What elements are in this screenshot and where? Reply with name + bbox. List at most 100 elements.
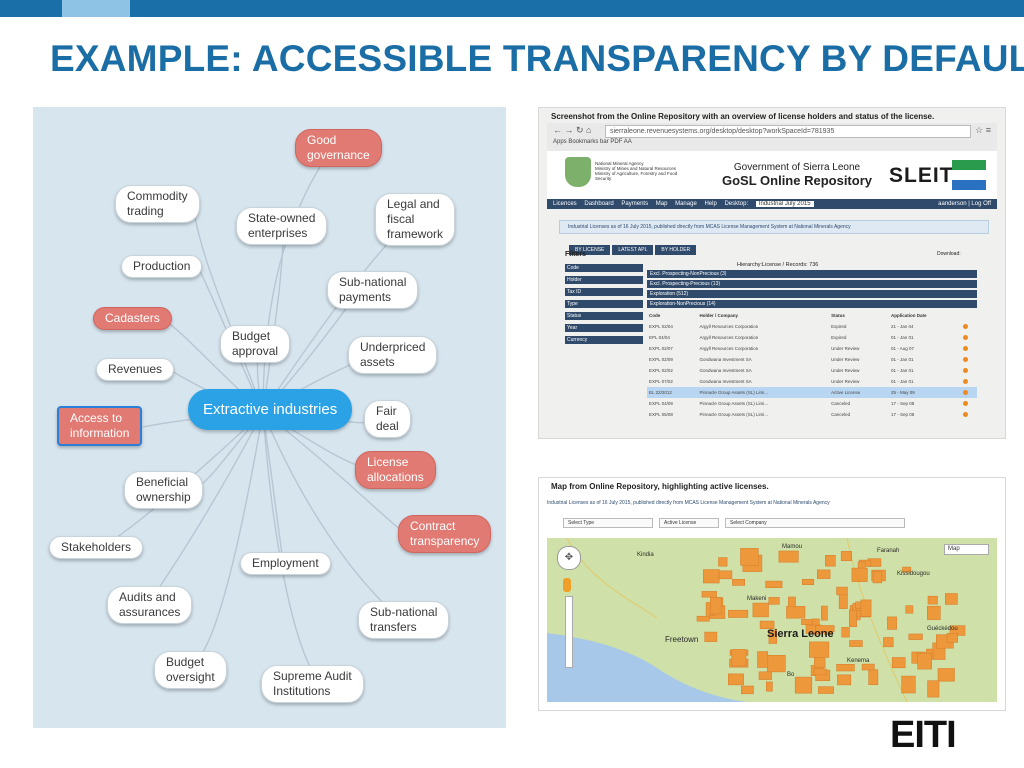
license-area[interactable] — [815, 625, 835, 633]
download-label[interactable]: Download: — [937, 251, 961, 257]
group-row[interactable]: Excl. Prospecting-Precious (13) — [647, 280, 977, 288]
column-holder[interactable]: Holder / Company — [699, 313, 739, 318]
group-row[interactable]: Excl. Prospecting-NonPrecious (3) — [647, 270, 977, 278]
node-stakeholders[interactable]: Stakeholders — [49, 536, 144, 559]
license-area[interactable] — [908, 633, 923, 640]
license-area[interactable] — [767, 655, 786, 673]
group-row[interactable]: Exploration (512) — [647, 290, 977, 298]
node-budget-oversight[interactable]: Budget oversight — [154, 651, 227, 689]
node-legal-fiscal-framework[interactable]: Legal and fiscal framework — [375, 193, 456, 246]
node-extractive-industries[interactable]: Extractive industries — [188, 389, 353, 430]
user-logoff[interactable]: aanderson | Log Off — [938, 201, 991, 207]
license-area[interactable] — [752, 602, 769, 618]
street-view-pegman-icon[interactable] — [563, 578, 571, 592]
select-status[interactable]: Active License — [659, 518, 719, 528]
filter-tax-id[interactable]: Tax ID — [565, 288, 643, 296]
license-area[interactable] — [728, 609, 749, 618]
license-area[interactable] — [944, 593, 958, 605]
node-sub-national-payments[interactable]: Sub-national payments — [327, 271, 419, 309]
row-action[interactable] — [961, 354, 977, 365]
row-action[interactable] — [961, 332, 977, 343]
license-area[interactable] — [905, 605, 914, 614]
nav-help[interactable]: Help — [704, 201, 717, 207]
address-bar[interactable]: sierraleone.revenuesystems.org/desktop/d… — [605, 125, 971, 138]
license-map[interactable]: ✥ Map Freetown Sierra Leone Kissidougou … — [547, 538, 997, 702]
column-status[interactable]: Status — [831, 313, 845, 318]
tab-by-license[interactable]: BY LICENSE — [569, 245, 611, 255]
node-production[interactable]: Production — [121, 255, 203, 278]
filter-type[interactable]: Type — [565, 300, 643, 308]
nav-manage[interactable]: Manage — [675, 201, 697, 207]
license-area[interactable] — [732, 578, 745, 586]
info-icon[interactable] — [962, 378, 968, 384]
row-action[interactable] — [961, 376, 977, 387]
info-icon[interactable] — [962, 356, 968, 362]
filter-currency[interactable]: Currency — [565, 336, 643, 344]
node-license-allocations[interactable]: License allocations — [355, 451, 436, 489]
filter-holder[interactable]: Holder — [565, 276, 643, 284]
row-action[interactable] — [961, 409, 977, 420]
node-good-governance[interactable]: Good governance — [295, 129, 382, 167]
license-area[interactable] — [701, 591, 717, 598]
license-area[interactable] — [851, 567, 868, 582]
license-area[interactable] — [718, 570, 733, 580]
tab-by-holder[interactable]: BY HOLDER — [655, 245, 697, 255]
node-sub-national-transfers[interactable]: Sub-national transfers — [358, 601, 450, 639]
node-fair-deal[interactable]: Fair deal — [364, 400, 411, 438]
license-area[interactable] — [794, 676, 813, 694]
license-area[interactable] — [778, 550, 799, 563]
license-area[interactable] — [759, 620, 775, 629]
node-revenues[interactable]: Revenues — [96, 358, 175, 381]
row-action[interactable] — [961, 398, 977, 409]
info-icon[interactable] — [962, 345, 968, 351]
license-area[interactable] — [728, 673, 744, 686]
license-area[interactable] — [861, 663, 875, 671]
license-area[interactable] — [838, 593, 848, 609]
license-area[interactable] — [841, 627, 850, 638]
info-icon[interactable] — [962, 389, 968, 395]
license-area[interactable] — [927, 595, 938, 605]
license-area[interactable] — [848, 609, 857, 628]
node-cadasters[interactable]: Cadasters — [93, 307, 172, 330]
license-area[interactable] — [868, 669, 879, 685]
license-area[interactable] — [818, 686, 834, 694]
node-contract-transparency[interactable]: Contract transparency — [398, 515, 492, 553]
license-area[interactable] — [872, 571, 883, 584]
nav-payments[interactable]: Payments — [621, 201, 649, 207]
info-icon[interactable] — [962, 323, 968, 329]
license-area[interactable] — [758, 671, 772, 680]
license-area[interactable] — [887, 616, 897, 630]
row-action[interactable] — [960, 387, 977, 398]
license-area[interactable] — [731, 649, 747, 667]
license-area[interactable] — [802, 578, 815, 585]
license-area[interactable] — [809, 641, 830, 658]
info-icon[interactable] — [962, 367, 968, 373]
nav-licences[interactable]: Licences — [553, 201, 577, 207]
license-area[interactable] — [840, 551, 853, 561]
row-action[interactable] — [961, 343, 977, 354]
license-area[interactable] — [801, 619, 813, 626]
filter-status[interactable]: Status — [565, 312, 643, 320]
node-supreme-audit[interactable]: Supreme Audit Institutions — [261, 665, 364, 703]
nav-map[interactable]: Map — [655, 201, 668, 207]
license-area[interactable] — [836, 664, 855, 672]
bookmarks-bar[interactable]: Apps Bookmarks bar PDF AA — [553, 139, 632, 145]
tab-latest-apl[interactable]: LATEST APL — [612, 245, 654, 255]
license-area[interactable] — [741, 685, 754, 695]
license-area[interactable] — [757, 651, 769, 668]
map-type-select[interactable]: Map — [944, 544, 989, 555]
license-area[interactable] — [825, 554, 836, 567]
license-area[interactable] — [786, 606, 806, 619]
desktop-select[interactable]: Industrial July 2015 — [755, 201, 814, 207]
license-area[interactable] — [937, 668, 955, 682]
license-area[interactable] — [813, 668, 827, 676]
filter-code[interactable]: Code — [565, 264, 643, 272]
license-area[interactable] — [703, 569, 720, 584]
column-code[interactable]: Code — [649, 313, 661, 318]
